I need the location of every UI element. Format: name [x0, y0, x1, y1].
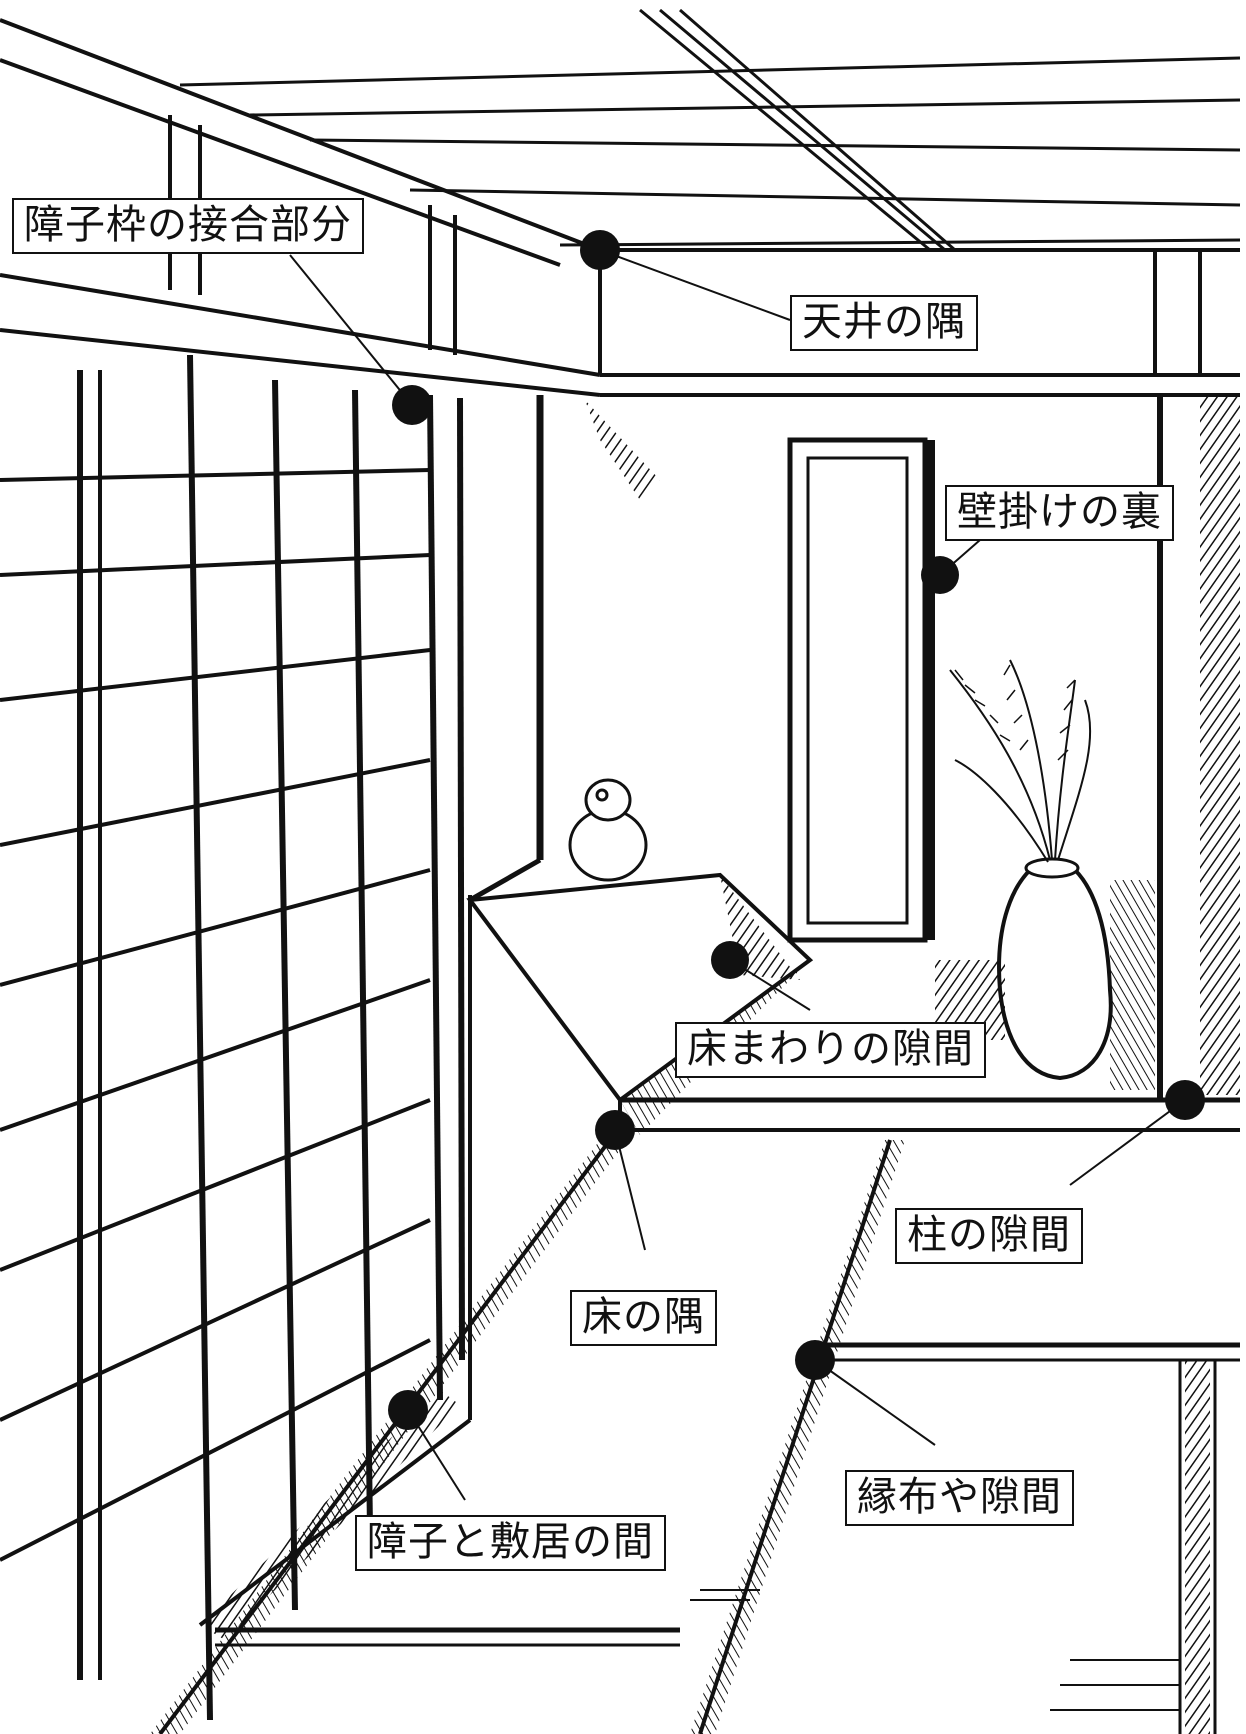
tatami-floor [150, 1138, 1240, 1734]
tea-caddy [568, 778, 648, 882]
ceiling [179, 8, 1241, 252]
label-tatami-edge-gap: 縁布や隙間 [845, 1470, 1074, 1526]
label-behind-wall-hanging: 壁掛けの裏 [945, 485, 1174, 541]
label-pillar-gap: 柱の隙間 [895, 1208, 1083, 1264]
marker-shoji-sill-gap [388, 1390, 428, 1430]
marker-ceiling-corner [580, 230, 620, 270]
marker-behind-wall-hanging [921, 556, 959, 594]
marker-dots [388, 230, 1205, 1430]
label-ceiling-corner: 天井の隅 [790, 295, 978, 351]
marker-floor-surround-gap [711, 941, 749, 979]
label-shoji-frame-joint: 障子枠の接合部分 [12, 198, 364, 254]
label-floor-corner: 床の隅 [570, 1290, 717, 1346]
marker-tatami-edge-gap [795, 1340, 835, 1380]
vase-with-grass [935, 659, 1155, 1090]
marker-shoji-frame-joint [392, 385, 432, 425]
marker-floor-corner [595, 1110, 635, 1150]
shoji-screen [0, 354, 465, 1721]
marker-pillar-gap [1165, 1080, 1205, 1120]
label-shoji-sill-gap: 障子と敷居の間 [355, 1515, 666, 1571]
label-floor-surround-gap: 床まわりの隙間 [675, 1022, 986, 1078]
leader-lines [289, 249, 1186, 1501]
